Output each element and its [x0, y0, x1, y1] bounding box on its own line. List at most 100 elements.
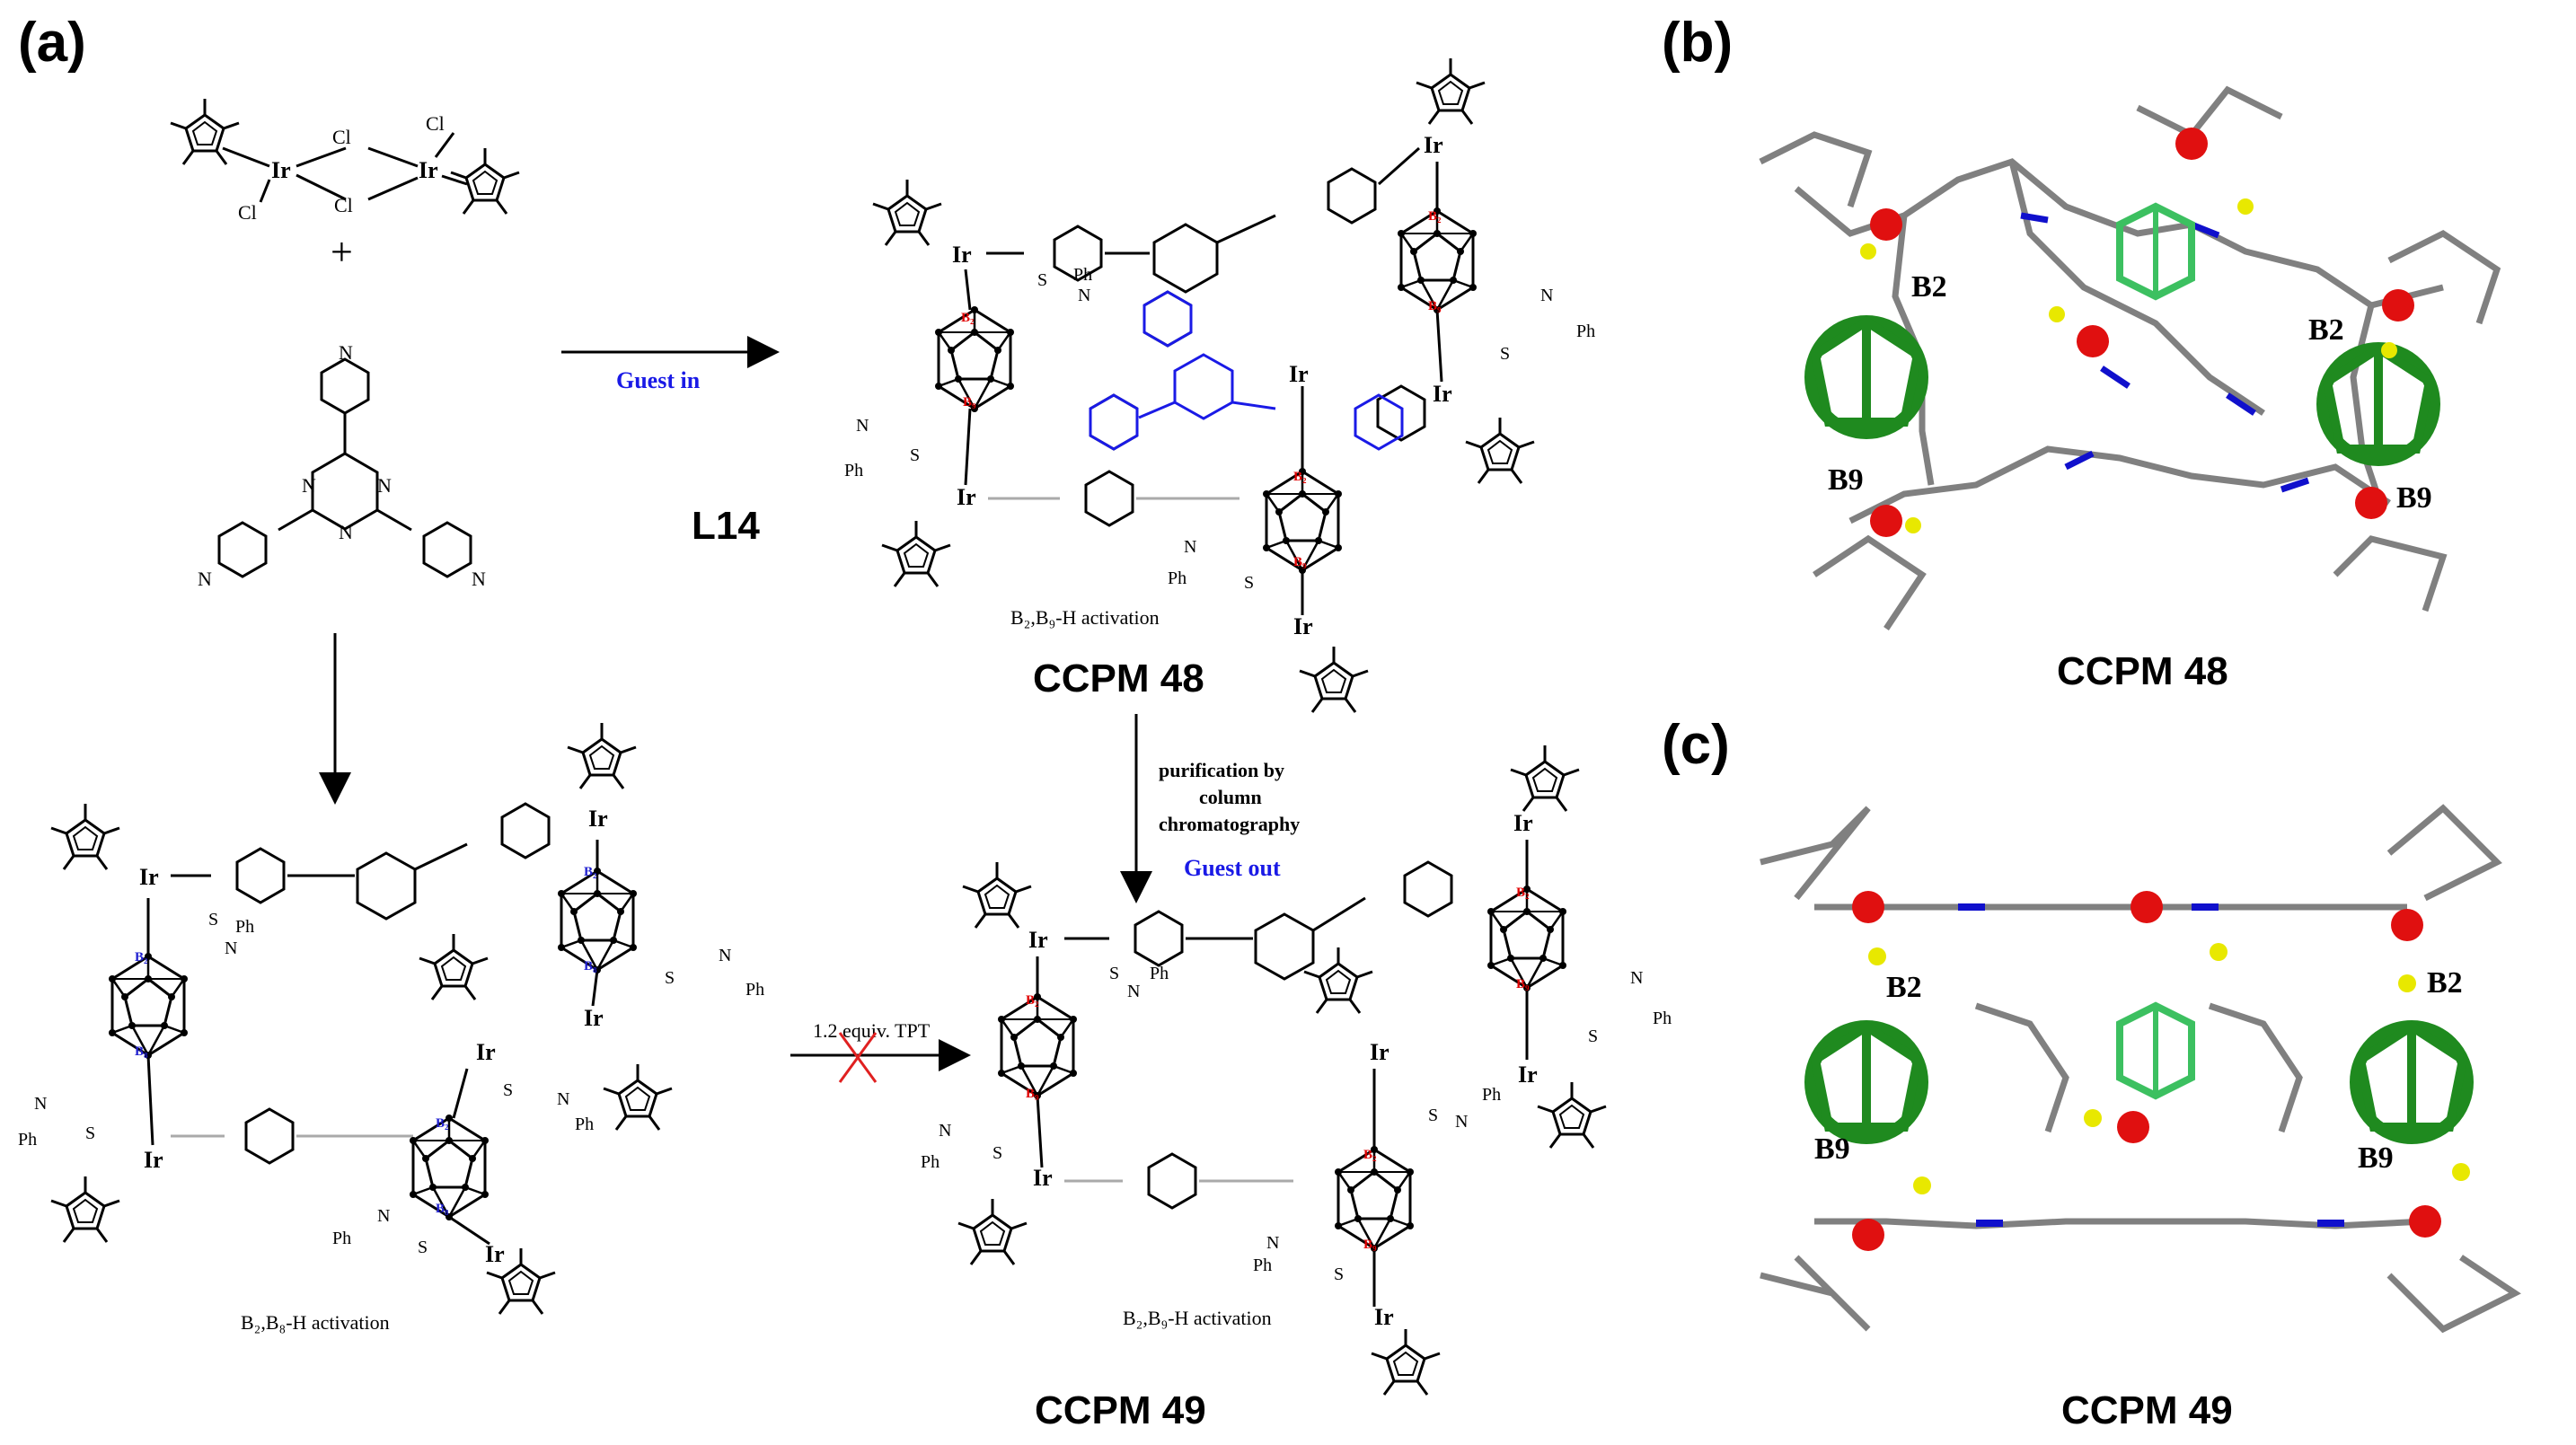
n-atom: N: [856, 416, 869, 436]
n-atom: N: [377, 474, 392, 497]
s-atom: S: [1109, 964, 1119, 983]
s-atom: S: [910, 445, 920, 465]
sulfur-atom: [1905, 517, 1921, 533]
n-atom: N: [34, 1094, 47, 1114]
iridium-atom: [2355, 487, 2387, 519]
iridium-atom: [1870, 208, 1902, 241]
b2-crystal-label: B2: [2308, 313, 2344, 347]
n-atom: N: [1078, 286, 1090, 305]
b9-label: B₉: [1293, 555, 1307, 569]
iridium-atom: [2130, 891, 2163, 923]
s-atom: S: [1588, 1026, 1598, 1046]
cl-atom: Cl: [332, 126, 351, 148]
guest-molecule: [1089, 290, 1426, 451]
n-atom: N: [198, 568, 212, 590]
sulfur-atom: [1868, 947, 1886, 965]
ph-group: Ph: [1253, 1256, 1272, 1275]
activation-b2b9-label: B₂,B₉-H activation: [1010, 606, 1160, 629]
s-atom: S: [418, 1238, 428, 1257]
n-atom: N: [225, 938, 237, 958]
ph-group: Ph: [18, 1130, 37, 1150]
ph-group: Ph: [575, 1115, 594, 1134]
sulfur-atom: [2398, 974, 2416, 992]
ph-group: Ph: [332, 1229, 351, 1248]
cp-star-icon: [169, 97, 241, 166]
ph-group: Ph: [235, 917, 254, 937]
b9-label: B₉: [1428, 299, 1442, 313]
ir-atom: Ir: [957, 484, 976, 510]
iridium-atom: [1852, 1219, 1884, 1251]
n-atom: N: [1127, 982, 1140, 1001]
ph-group: Ph: [1653, 1009, 1672, 1028]
s-atom: S: [1037, 270, 1047, 290]
ccpm49-crystal-structure: B2 B9 B2 B9: [1760, 804, 2521, 1334]
ir-atom: Ir: [1374, 1304, 1394, 1330]
ir-atom: Ir: [139, 864, 159, 890]
ph-group: Ph: [844, 461, 863, 480]
carborane-cluster: [1804, 315, 1928, 439]
n-atom: N: [719, 946, 731, 965]
purification-line-2: column: [1199, 786, 1262, 808]
b9-label: B₉: [963, 395, 976, 410]
s-atom: S: [1428, 1106, 1438, 1125]
sulfur-atom: [2381, 342, 2397, 358]
sulfur-atom: [2452, 1163, 2470, 1181]
ir-atom: Ir: [1028, 927, 1048, 953]
ph-group: Ph: [1150, 964, 1169, 983]
purification-line-1: purification by: [1159, 759, 1284, 781]
activation-b2b9-label: B₂,B₉-H activation: [1123, 1307, 1272, 1329]
s-atom: S: [503, 1080, 513, 1100]
purification-line-3: chromatography: [1159, 813, 1300, 835]
ccpm49-crystal-label: CCPM 49: [2061, 1388, 2233, 1432]
panel-c-label: (c): [1662, 714, 1730, 776]
b9-crystal-label: B9: [2396, 481, 2432, 515]
ph-group: Ph: [1482, 1085, 1501, 1105]
n-atom: N: [472, 568, 486, 590]
ph-group: Ph: [1073, 265, 1092, 285]
ir-atom: Ir: [476, 1039, 496, 1065]
b2-label: B₂: [1026, 993, 1039, 1008]
n-atom: N: [339, 341, 353, 364]
n-atom: N: [302, 474, 316, 497]
sulfur-atom: [2049, 306, 2065, 322]
cl-atom: Cl: [238, 201, 257, 224]
n-atom: N: [557, 1089, 569, 1109]
ph-group: Ph: [1168, 568, 1187, 588]
sulfur-atom: [2084, 1109, 2102, 1127]
ir-atom: Ir: [144, 1147, 163, 1173]
ir-atom: Ir: [485, 1241, 505, 1267]
ir-atom: Ir: [1370, 1039, 1389, 1065]
iridium-atom: [2175, 128, 2208, 160]
b2-label: B₂: [1293, 470, 1307, 484]
ir-atom: Ir: [952, 242, 972, 268]
b2-crystal-label: B2: [1911, 270, 1947, 304]
b2-label: B₂: [1428, 209, 1442, 224]
ph-group: Ph: [745, 980, 764, 1000]
tpt-ligand: N N N N N N: [198, 341, 486, 590]
b9-crystal-label: B9: [1814, 1132, 1850, 1166]
n-atom: N: [377, 1206, 390, 1226]
carborane-cluster: [2116, 202, 2195, 301]
ir-atom: Ir: [1513, 810, 1533, 836]
s-atom: S: [1334, 1264, 1344, 1284]
ccpm48-crystal-label: CCPM 48: [2057, 649, 2228, 693]
iridium-atom: [2409, 1205, 2441, 1238]
sulfur-atom: [2237, 198, 2254, 215]
b9-crystal-label: B9: [1828, 463, 1864, 497]
cl-atom: Cl: [426, 112, 445, 135]
ir-atom: Ir: [1289, 361, 1309, 387]
panel-b-label: (b): [1662, 12, 1733, 74]
s-atom: S: [992, 1143, 1002, 1163]
sulfur-atom: [2210, 943, 2228, 961]
sulfur-atom: [1913, 1176, 1931, 1194]
iridium-atom: [1870, 505, 1902, 537]
n-atom: N: [939, 1121, 951, 1141]
n-atom: N: [1184, 537, 1196, 557]
carborane-cluster: [2316, 342, 2440, 466]
ir-atom: Ir: [1518, 1062, 1538, 1088]
b8-label: B₈: [584, 959, 597, 974]
cl-atom: Cl: [334, 194, 353, 216]
s-atom: S: [85, 1123, 95, 1143]
iridium-atom: [1852, 891, 1884, 923]
